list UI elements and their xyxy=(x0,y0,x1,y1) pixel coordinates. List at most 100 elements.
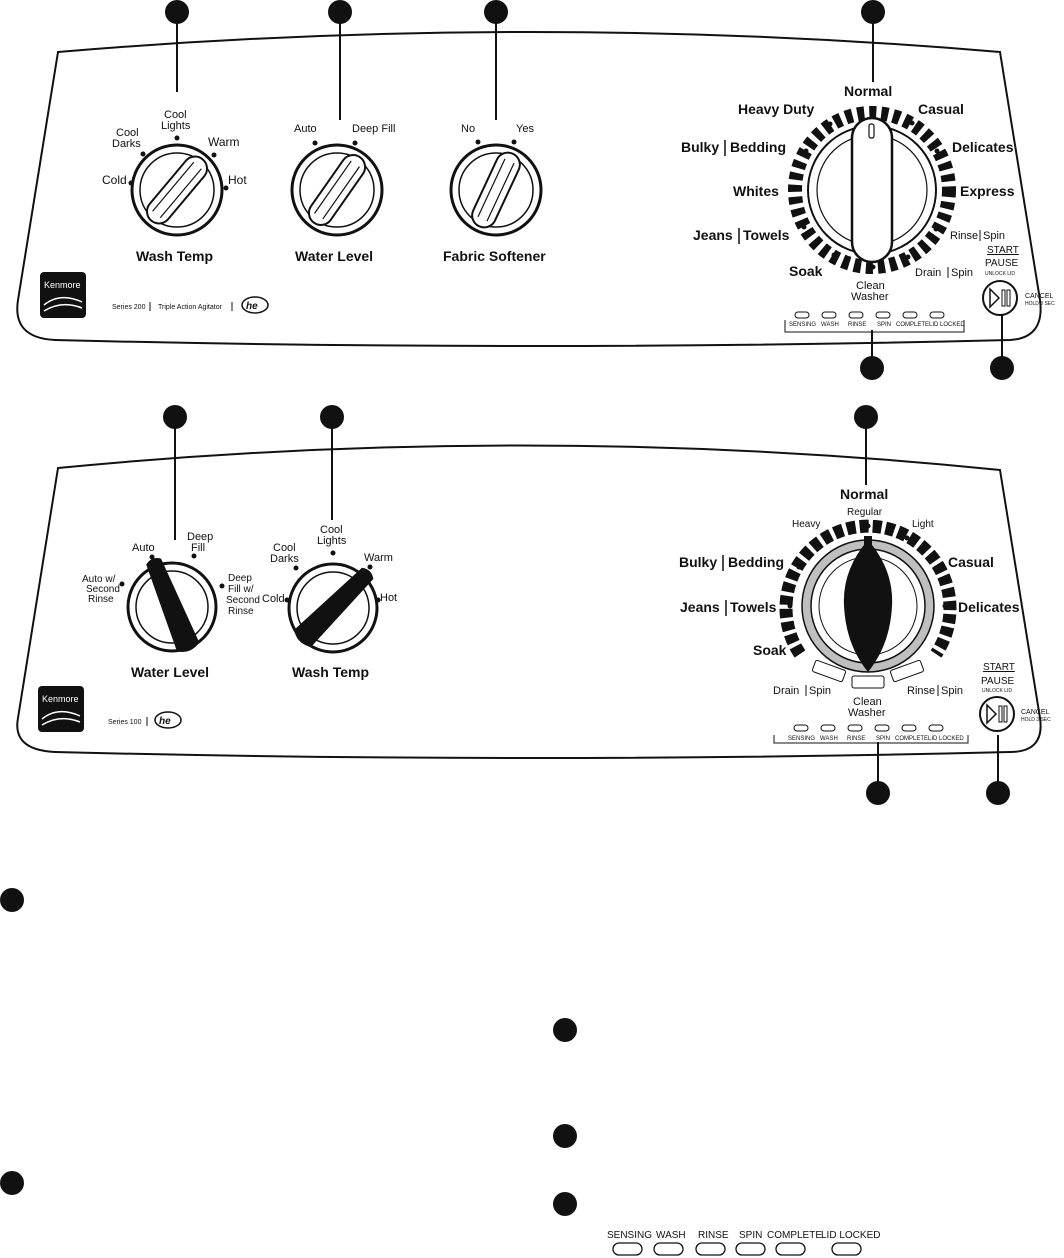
pause-label: PAUSE xyxy=(985,258,1018,269)
hold-label: HOLD 3 SEC xyxy=(1021,717,1051,723)
legend-status-label: LID LOCKED xyxy=(821,1230,880,1241)
unlock-lid-label: UNLOCK LID xyxy=(985,271,1015,277)
knob-pointer-icon xyxy=(471,151,521,229)
callout-marker-icon xyxy=(986,735,1010,805)
callout-marker-icon xyxy=(861,0,885,82)
callout-marker-icon xyxy=(0,888,24,912)
callout-marker-icon xyxy=(553,1192,577,1216)
wash-temp-warm-label: Warm xyxy=(364,552,393,564)
wash-temp-cool-lights-label: Cool xyxy=(320,524,343,536)
cycle-spin-label: Spin xyxy=(951,267,973,279)
status-light-label: LID LOCKED xyxy=(928,736,964,742)
cycle-heavy-label: Heavy xyxy=(792,519,820,530)
cycle-rinse-label: Rinse xyxy=(907,685,935,697)
legend-status-label: RINSE xyxy=(698,1230,729,1241)
cycle-selector-dial[interactable] xyxy=(779,519,957,673)
hold-label: HOLD 3 SEC xyxy=(1025,301,1055,307)
status-light-label: LID LOCKED xyxy=(929,322,965,328)
water-level-title: Water Level xyxy=(131,664,209,680)
cycle-delicates-label: Delicates xyxy=(958,599,1020,615)
cycle-tabs xyxy=(811,659,925,689)
kenmore-logo-icon: Kenmore xyxy=(38,686,84,732)
wash-temp-hot-label: Hot xyxy=(380,592,397,604)
cycle-bedding-label: Bedding xyxy=(728,554,784,570)
cycle-spin-label: Spin xyxy=(941,685,963,697)
cycle-bulky-label: Bulky xyxy=(681,139,719,155)
cycle-express-label: Express xyxy=(960,183,1015,199)
status-lights: SENSING WASH RINSE SPIN COMPLETE LID LOC… xyxy=(773,724,969,744)
wash-temp-cold-label: Cold xyxy=(262,593,285,605)
legend-status-label: WASH xyxy=(656,1230,686,1241)
knob-pointer-icon xyxy=(146,557,200,652)
water-level-auto-label: Auto xyxy=(132,542,155,554)
water-level-indicators xyxy=(119,553,225,589)
callout-marker-icon xyxy=(553,1124,577,1148)
knob-pointer-icon xyxy=(146,155,208,225)
cycle-clean-washer-label: Washer xyxy=(851,291,889,303)
wash-temp-cool-lights-label: Lights xyxy=(317,535,347,547)
callout-marker-icon xyxy=(320,405,344,520)
wash-temp-cold-label: Cold xyxy=(102,173,127,187)
wash-temp-knob[interactable] xyxy=(130,143,224,237)
status-light-label: SENSING xyxy=(789,322,816,328)
cycle-bulky-label: Bulky xyxy=(679,554,717,570)
cycle-light-label: Light xyxy=(912,519,934,530)
wash-temp-hot-label: Hot xyxy=(228,173,247,187)
water-level-knob[interactable] xyxy=(126,554,218,655)
control-panel-series-100: Auto Deep Fill Auto w/ Second Rinse Deep… xyxy=(16,405,1051,805)
status-light-label: WASH xyxy=(821,322,839,328)
cycle-clean-washer-label: Clean xyxy=(856,280,885,292)
cycle-selector-dial[interactable] xyxy=(788,106,956,274)
wash-temp-title: Wash Temp xyxy=(136,248,213,264)
unlock-lid-label: UNLOCK LID xyxy=(982,688,1012,694)
wash-temp-warm-label: Warm xyxy=(208,135,240,149)
water-level-deep-fill-label: Deep xyxy=(187,531,213,543)
cycle-bedding-label: Bedding xyxy=(730,139,786,155)
fabric-softener-no-label: No xyxy=(461,123,475,135)
cycle-casual-label: Casual xyxy=(948,554,994,570)
cycle-soak-label: Soak xyxy=(753,642,787,658)
water-level-deep-second-rinse-label: Fill w/ xyxy=(228,584,254,595)
wash-temp-cool-darks-label: Darks xyxy=(270,553,299,565)
feature-label: Triple Action Agitator xyxy=(158,304,223,311)
water-level-title: Water Level xyxy=(295,248,373,264)
svg-text:he: he xyxy=(246,301,258,312)
callout-marker-icon xyxy=(165,0,189,92)
callout-marker-icon xyxy=(854,405,878,485)
legend-status-label: SENSING xyxy=(607,1230,652,1241)
wash-temp-indicators xyxy=(284,550,381,603)
status-light-label: RINSE xyxy=(848,322,866,328)
cycle-whites-label: Whites xyxy=(733,183,779,199)
he-logo-icon: he xyxy=(154,711,182,729)
wash-temp-cool-darks-label: Cool xyxy=(273,542,296,554)
callout-marker-icon xyxy=(328,0,352,120)
water-level-knob[interactable] xyxy=(290,143,384,237)
wash-temp-title: Wash Temp xyxy=(292,664,369,680)
fabric-softener-indicators xyxy=(475,139,517,145)
knob-pointer-icon xyxy=(307,154,367,226)
cycle-towels-label: Towels xyxy=(730,599,777,615)
cycle-jeans-label: Jeans xyxy=(680,599,720,615)
start-pause-button[interactable]: START PAUSE UNLOCK LID CANCEL HOLD 3 SEC xyxy=(979,662,1051,732)
start-pause-button[interactable]: START PAUSE UNLOCK LID CANCEL HOLD 3 SEC xyxy=(982,245,1055,316)
status-light-label: SPIN xyxy=(877,322,891,328)
fabric-softener-knob[interactable] xyxy=(449,143,543,237)
legend-status-label: COMPLETE xyxy=(767,1230,822,1241)
play-pause-icon xyxy=(986,703,1008,725)
panel-outline xyxy=(16,31,1042,347)
cycle-normal-label: Normal xyxy=(840,486,888,502)
status-light-label: SPIN xyxy=(876,736,890,742)
svg-text:he: he xyxy=(159,716,171,727)
cycle-regular-label: Regular xyxy=(847,507,883,518)
pause-label: PAUSE xyxy=(981,676,1014,687)
water-level-deep-second-rinse-label: Rinse xyxy=(228,606,254,617)
callout-marker-icon xyxy=(163,405,187,540)
wash-temp-cool-lights-label: Lights xyxy=(161,120,191,132)
cycle-indicator-dots xyxy=(792,110,950,270)
cycle-spin-label: Spin xyxy=(809,685,831,697)
wash-temp-indicators xyxy=(128,135,229,191)
brand-name: Kenmore xyxy=(42,694,79,704)
wash-temp-knob[interactable] xyxy=(287,562,379,654)
callout-marker-icon xyxy=(866,742,890,805)
water-level-indicators xyxy=(312,140,358,146)
